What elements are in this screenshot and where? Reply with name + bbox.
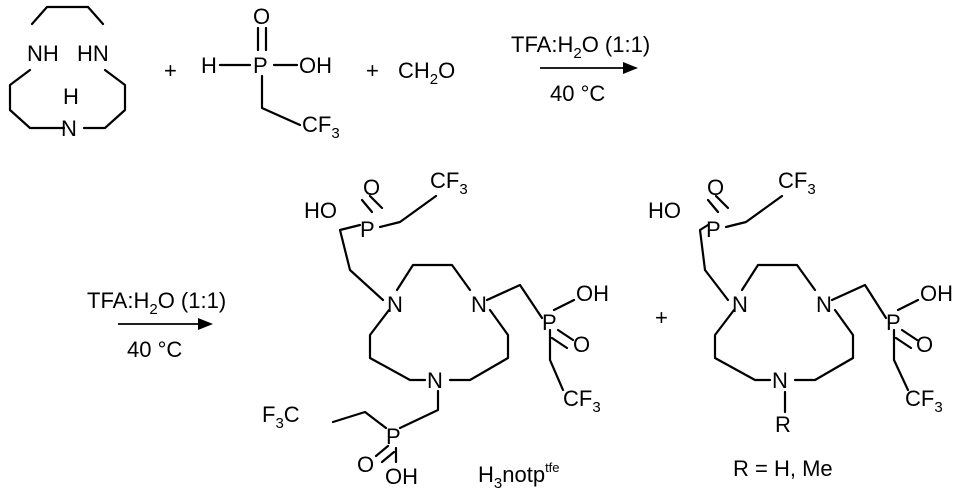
product2-bonds [698, 194, 920, 414]
phosphinic-h: H [201, 53, 217, 78]
product1-oh-bottom: OH [385, 464, 418, 489]
product2-ho-top: HO [648, 198, 681, 223]
product2-r: R [775, 412, 791, 437]
product1-p-top: P [360, 217, 375, 242]
product1-n-bottom: N [427, 368, 443, 393]
product2-n-left: N [732, 292, 748, 317]
product1-cf3-right: CF3 [563, 386, 601, 416]
formaldehyde: CH2O [398, 58, 455, 88]
tacn-nh-left: NH [27, 41, 59, 66]
reactant-tacn: NH HN H N [8, 5, 127, 141]
arrow1-head [623, 62, 638, 74]
product2-r-definition: R = H, Me [733, 456, 833, 481]
plus-sign-2: + [366, 58, 379, 83]
product-side-bis: N N N R P O HO CF3 P OH O CF3 R = H, Me [648, 168, 953, 481]
product2-o-right: O [916, 332, 933, 357]
product2-n-right: N [816, 292, 832, 317]
product1-o-bottom: O [357, 452, 374, 477]
product1-f3c-bottom: F3C [262, 402, 300, 432]
tacn-n-bottom: N [61, 116, 77, 141]
product1-n-right: N [471, 292, 487, 317]
tacn-ring-bonds [8, 5, 127, 130]
phosphinic-cf3: CF3 [302, 112, 340, 142]
product1-name: H3notptfe [478, 460, 560, 492]
reaction-arrow-2: TFA:H2O (1:1) 40 °C [87, 288, 226, 362]
reactant-phosphinic-acid: H P O OH CF3 [201, 4, 340, 142]
product1-p-bottom: P [386, 424, 401, 449]
phosphinic-bonds [218, 26, 302, 127]
product2-p-right: P [886, 310, 901, 335]
arrow2-reagent: TFA:H2O (1:1) [87, 288, 226, 318]
product2-oh-right: OH [920, 281, 953, 306]
product2-cf3-top: CF3 [778, 168, 816, 198]
product1-bonds [331, 194, 576, 464]
product2-o-top: O [707, 175, 724, 200]
product1-n-left: N [387, 292, 403, 317]
phosphinic-o: O [253, 4, 270, 29]
product1-p-right: P [542, 310, 557, 335]
tacn-h-bottom: H [63, 84, 79, 109]
arrow2-temperature: 40 °C [127, 337, 182, 362]
product2-cf3-right: CF3 [905, 386, 943, 416]
product2-n-bottom: N [772, 368, 788, 393]
arrow1-reagent: TFA:H2O (1:1) [511, 32, 650, 62]
arrow1-temperature: 40 °C [550, 81, 605, 106]
plus-sign-3: + [655, 305, 668, 330]
product1-o-top: O [363, 175, 380, 200]
product1-o-right: O [573, 332, 590, 357]
phosphinic-oh: OH [299, 53, 332, 78]
plus-sign-1: + [164, 58, 177, 83]
phosphinic-p: P [253, 53, 268, 78]
tacn-hn-right: HN [77, 41, 109, 66]
product2-p-top: P [706, 217, 721, 242]
product-h3notp-tfe: N N N P O HO CF3 P OH O CF3 P O OH F3C H… [262, 168, 609, 492]
product1-oh-right: OH [576, 281, 609, 306]
product1-cf3-top: CF3 [430, 168, 468, 198]
reaction-arrow-1: TFA:H2O (1:1) 40 °C [511, 32, 650, 106]
arrow2-head [198, 318, 213, 330]
product1-ho-top: HO [304, 198, 337, 223]
